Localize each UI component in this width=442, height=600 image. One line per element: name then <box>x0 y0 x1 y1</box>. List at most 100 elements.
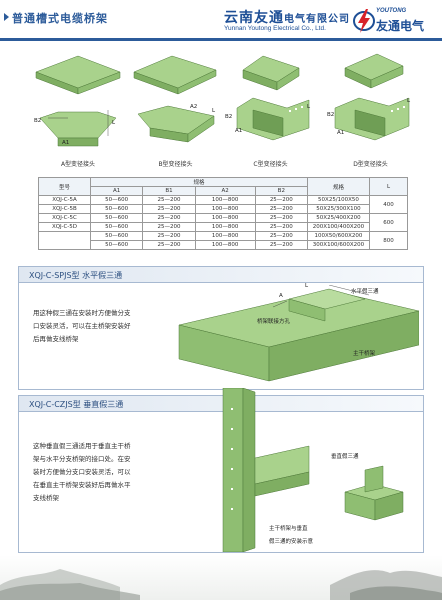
table-row: XQJ-C-5D 50—600 25—200 100—800 25—200 20… <box>38 222 408 232</box>
drawing-type-a: B2 A1 L A型变径接头 <box>28 48 128 168</box>
section-description: 这种垂直假三通适用于垂直主干桥 架与水平分支桥架的接口处。在安 装时方便做分支口… <box>33 440 131 505</box>
label-caption-2: 假三通的安装示意 <box>269 539 314 545</box>
caption-type-c: C型变径接头 <box>253 161 288 168</box>
dim-l-label-d: L <box>407 98 411 104</box>
page-title: 普通槽式电缆桥架 <box>12 12 108 25</box>
table-row: 50—600 25—200 100—800 25—200 100X50/600X… <box>38 231 408 250</box>
title-marker-icon <box>4 13 9 21</box>
th-b1: B1 <box>142 186 196 196</box>
dim-l-label: L <box>112 120 116 126</box>
caption-type-b: B型变径接头 <box>158 161 193 168</box>
spec-table: 型号 规格 规格 L A1 B1 A2 B2 XQJ-C-5A 50—600 2… <box>38 177 408 250</box>
drawing-type-c: L B2 A1 C型变径接头 <box>223 48 318 168</box>
desc-line: 这种垂直假三通适用于垂直主干桥 <box>33 442 131 450</box>
section-horizontal-tee: XQJ-C-SPJS型 水平假三通 用这种假三通在安装时方便做分支 口安装灵活，… <box>18 266 424 390</box>
cell-b2: 25—200 <box>254 231 309 241</box>
cell-size: 50X25/100X50 <box>307 195 370 205</box>
cell-b2: 25—200 <box>254 213 309 223</box>
footer-decoration <box>0 555 442 600</box>
cell-a2: 100—800 <box>194 222 256 232</box>
logo-text-en: YOUTONG <box>376 8 407 14</box>
cell-a1: 50—600 <box>89 222 144 232</box>
cell-a1: 50—600 <box>89 213 144 223</box>
cell-b1: 25—200 <box>142 195 196 205</box>
label-horizontal-tee: 水平假三通 <box>351 289 379 295</box>
section-vertical-tee: XQJ-C-CZJS型 垂直假三通 这种垂直假三通适用于垂直主干桥 架与水平分支… <box>18 388 424 553</box>
table-header-row-1: 型号 规格 规格 L <box>38 177 408 196</box>
table-row: XQJ-C-5B 50—600 25—200 100—800 25—200 50… <box>38 204 408 214</box>
cell-b2: 25—200 <box>254 195 309 205</box>
cell-model: XQJ-C-5B <box>38 204 91 214</box>
section-title: XQJ-C-SPJS型 水平假三通 <box>29 271 123 280</box>
desc-line: 架与水平分支桥架的接口处。在安 <box>33 455 131 463</box>
dim-l-label-b: L <box>212 108 216 114</box>
cell-model: XQJ-C-5A <box>38 195 91 205</box>
header-divider <box>0 38 442 41</box>
section-header: XQJ-C-CZJS型 垂直假三通 <box>19 396 423 412</box>
company-name-main: 云南友通 <box>224 10 284 26</box>
cell-size: 100X50/600X200 <box>307 231 370 241</box>
cell-model-empty <box>38 231 91 250</box>
label-vertical-tee: 垂直假三通 <box>331 454 359 460</box>
cell-L: 400 <box>369 195 408 214</box>
th-size: 规格 <box>307 177 370 196</box>
dim-b2-label: B2 <box>34 118 42 124</box>
company-name-cn: 云南友通电气有限公司 <box>224 7 350 27</box>
cell-model: XQJ-C-5C <box>38 213 91 223</box>
dim-a-label-tee: A <box>279 293 283 299</box>
desc-line: 支线桥架 <box>33 494 59 502</box>
table-row: 50—600 25—200 100—800 25—200 300X100/600… <box>39 240 408 250</box>
reducer-a-illustration <box>35 55 121 147</box>
desc-line: 口安装灵活，可以在主桥架安装好 <box>33 322 131 330</box>
logo-text-cn: 友通电气 <box>376 19 425 33</box>
cell-a2: 100—800 <box>194 231 256 241</box>
dim-l-label-c: L <box>307 104 311 110</box>
cell-a2: 100—800 <box>194 195 256 205</box>
desc-line: 后再做支线桥架 <box>33 335 79 343</box>
table-row: XQJ-C-5C 50—600 25—200 100—800 25—200 50… <box>38 213 408 232</box>
cell-b1: 25—200 <box>142 204 196 214</box>
cell-b1: 25—200 <box>142 222 196 232</box>
dim-a1-label-c: A1 <box>235 128 243 134</box>
horizontal-tee-illustration <box>178 285 419 382</box>
page-header: 普通槽式电缆桥架 云南友通电气有限公司 Yunnan Youtong Elect… <box>0 0 442 44</box>
lightning-logo-icon <box>353 9 375 33</box>
dim-b2-label-d: B2 <box>327 112 335 118</box>
reducer-b-illustration <box>133 55 217 143</box>
cell-size: 200X100/400X200 <box>307 222 370 232</box>
caption-type-a: A型变径接头 <box>60 161 96 168</box>
drawing-type-b: A2 L B型变径接头 <box>128 48 223 168</box>
company-name-en: Yunnan Youtong Electrical Co., Ltd. <box>224 25 326 32</box>
reducer-drawings: B2 A1 L A型变径接头 A2 L B型变径接头 L B2 A1 C型变 <box>28 48 418 168</box>
company-logo: YOUTONG 友通电气 <box>352 7 434 35</box>
dim-l-label-tee: L <box>305 283 309 289</box>
cell-L: 800 <box>369 231 408 250</box>
cell-b2: 25—200 <box>254 222 309 232</box>
cell-b2: 25—200 <box>254 204 309 214</box>
section-description: 用这种假三通在安装时方便做分支 口安装灵活，可以在主桥架安装好 后再做支线桥架 <box>33 307 131 346</box>
desc-line: 在垂直主干桥架安装好后再做水平 <box>33 481 131 489</box>
th-a1: A1 <box>89 186 144 196</box>
th-a2: A2 <box>194 186 256 196</box>
cell-b1: 25—200 <box>142 213 196 223</box>
ink-landscape-illustration <box>0 555 442 600</box>
label-bridge-hole: 桥架联接方孔 <box>257 319 291 325</box>
caption-type-d: D型变径接头 <box>353 161 388 168</box>
dim-a1-label-d: A1 <box>337 130 345 136</box>
th-model: 型号 <box>38 177 91 196</box>
cell-a1: 50—600 <box>89 204 144 214</box>
th-L: L <box>369 177 408 196</box>
cell-size: 50X25/400X200 <box>307 213 370 223</box>
cell-a2: 100—800 <box>194 240 256 250</box>
drawing-type-d: L B2 A1 D型变径接头 <box>323 48 418 168</box>
cell-b1: 25—200 <box>142 240 196 250</box>
table-row: XQJ-C-5A 50—600 25—200 100—800 25—200 50… <box>38 195 408 214</box>
reducer-c-illustration <box>236 55 310 141</box>
cell-a1: 50—600 <box>89 240 144 250</box>
company-name-suffix: 电气有限公司 <box>284 14 350 25</box>
cell-size: 50X25/300X100 <box>307 204 370 214</box>
section-title: XQJ-C-CZJS型 垂直假三通 <box>29 400 124 409</box>
section-header: XQJ-C-SPJS型 水平假三通 <box>19 267 423 283</box>
th-spec: 规格 <box>90 177 308 187</box>
cell-size: 300X100/600X200 <box>307 240 370 250</box>
